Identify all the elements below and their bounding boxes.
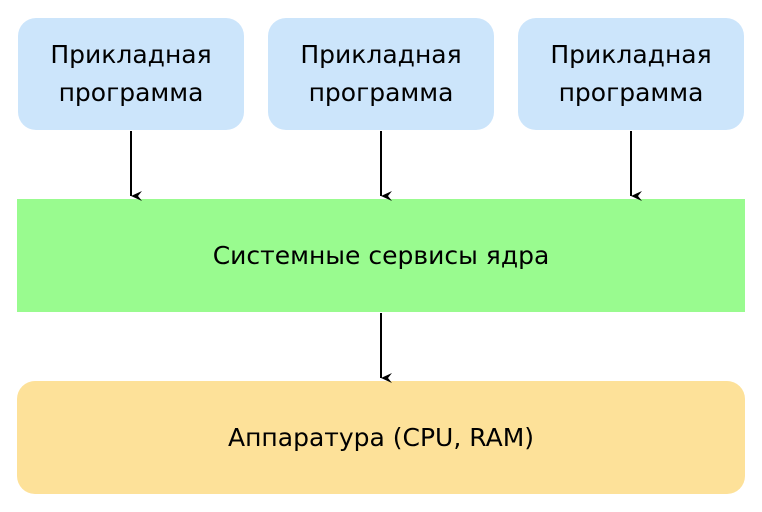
application-box-1: Прикладная программа <box>18 18 244 130</box>
hardware-label: Аппаратура (CPU, RAM) <box>227 423 535 452</box>
kernel-services-label: Системные сервисы ядра <box>212 241 550 270</box>
application-label-1: Прикладная программа <box>50 40 212 107</box>
application-label-2: Прикладная программа <box>300 40 462 107</box>
application-box-2: Прикладная программа <box>268 18 494 130</box>
application-box-3: Прикладная программа <box>518 18 744 130</box>
hardware-layer: Аппаратура (CPU, RAM) <box>17 381 745 494</box>
application-label-3: Прикладная программа <box>550 40 712 107</box>
kernel-services-layer: Системные сервисы ядра <box>17 199 745 312</box>
